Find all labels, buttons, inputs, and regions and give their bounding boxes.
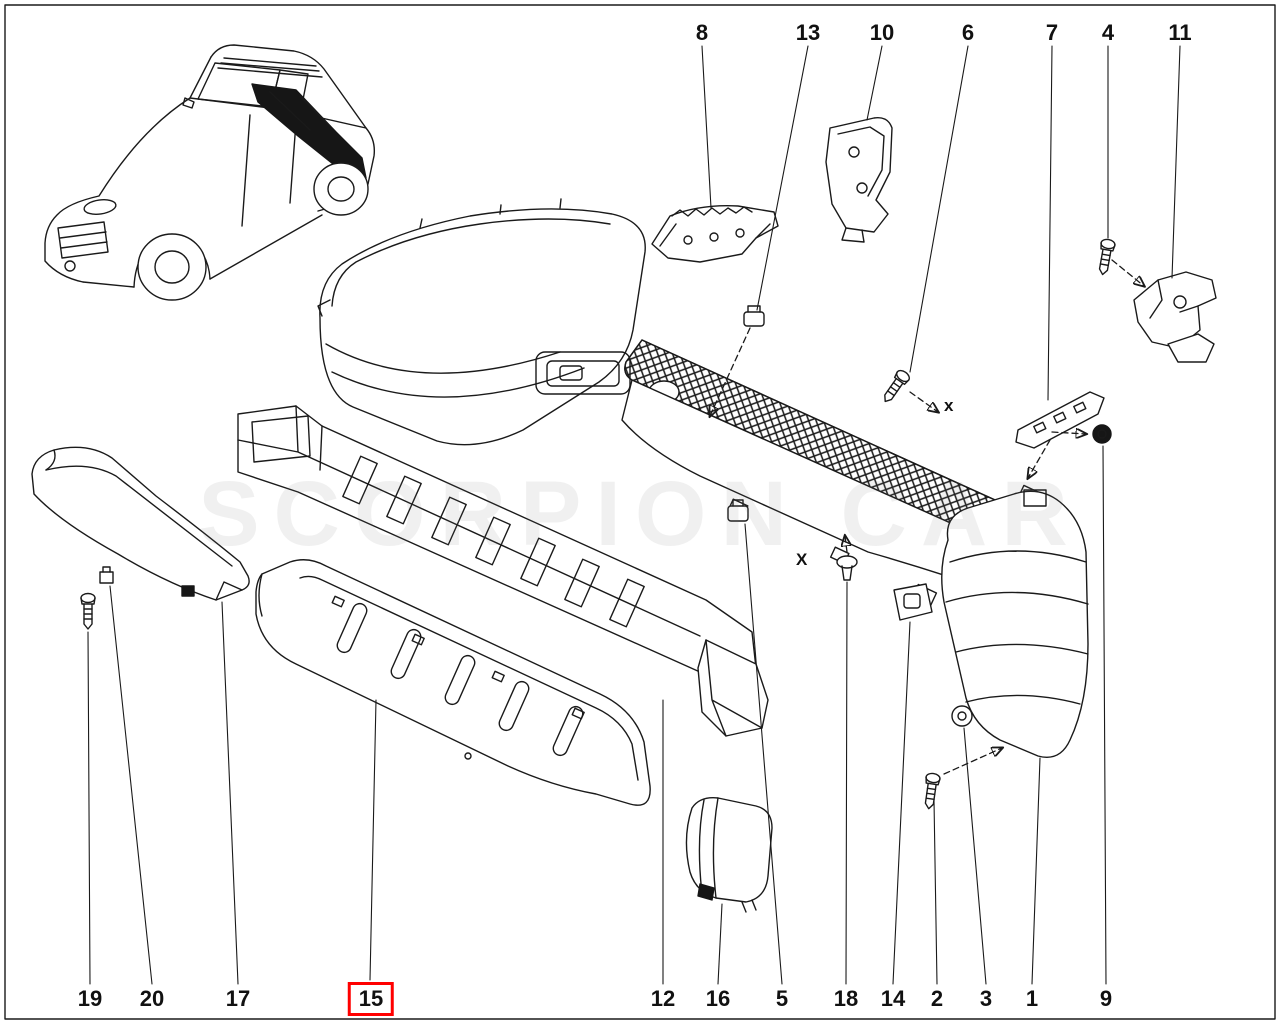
lower-valance-part-15 xyxy=(255,559,651,806)
diagram-frame xyxy=(4,4,1276,1020)
clip-part-5 xyxy=(727,499,749,522)
bracket-part-11 xyxy=(1133,271,1217,363)
callout-17[interactable]: 17 xyxy=(225,986,251,1011)
x-mark-near-part-6: x xyxy=(944,396,954,415)
assembly-arrows xyxy=(710,259,1144,775)
callout-1[interactable]: 1 xyxy=(1025,986,1039,1011)
callout-13[interactable]: 13 xyxy=(795,20,821,45)
bracket-part-8 xyxy=(651,205,779,263)
screw-part-2 xyxy=(921,771,942,811)
callout-15-selected[interactable]: 15 xyxy=(347,982,395,1016)
bracket-part-10 xyxy=(825,117,893,243)
callout-3[interactable]: 3 xyxy=(979,986,993,1011)
clip-part-20 xyxy=(99,566,114,584)
callout-10[interactable]: 10 xyxy=(869,20,895,45)
callout-7[interactable]: 7 xyxy=(1045,20,1059,45)
callout-20[interactable]: 20 xyxy=(139,986,165,1011)
screw-part-4 xyxy=(1095,237,1117,277)
callout-19[interactable]: 19 xyxy=(77,986,103,1011)
callout-12[interactable]: 12 xyxy=(650,986,676,1011)
callout-8[interactable]: 8 xyxy=(695,20,709,45)
callout-2[interactable]: 2 xyxy=(930,986,944,1011)
callout-4[interactable]: 4 xyxy=(1101,20,1115,45)
wheel-arch-liner-part-16 xyxy=(685,797,773,913)
callout-6[interactable]: 6 xyxy=(961,20,975,45)
grommet-part-3 xyxy=(951,705,973,727)
leader-lines xyxy=(87,45,1181,985)
callout-11[interactable]: 11 xyxy=(1168,20,1192,45)
clip-part-13 xyxy=(743,305,765,327)
callout-9[interactable]: 9 xyxy=(1099,986,1113,1011)
corner-piece-part-1 xyxy=(941,489,1089,758)
bracket-part-14 xyxy=(893,583,933,621)
callout-5[interactable]: 5 xyxy=(775,986,789,1011)
bracket-part-7 xyxy=(1015,391,1105,449)
grommet-part-18 xyxy=(836,555,858,581)
screw-part-6 xyxy=(878,367,913,407)
side-spat-part-17 xyxy=(31,446,250,601)
x-mark-near-part-18: X xyxy=(796,550,808,569)
energy-absorber-part-12 xyxy=(237,405,769,737)
vehicle-thumbnail xyxy=(44,44,376,301)
screw-part-19 xyxy=(80,592,96,630)
callout-18[interactable]: 18 xyxy=(833,986,859,1011)
callout-14[interactable]: 14 xyxy=(880,986,906,1011)
callout-16[interactable]: 16 xyxy=(705,986,731,1011)
nut-part-9 xyxy=(1092,424,1112,444)
bumper-cover-upper xyxy=(317,198,646,446)
